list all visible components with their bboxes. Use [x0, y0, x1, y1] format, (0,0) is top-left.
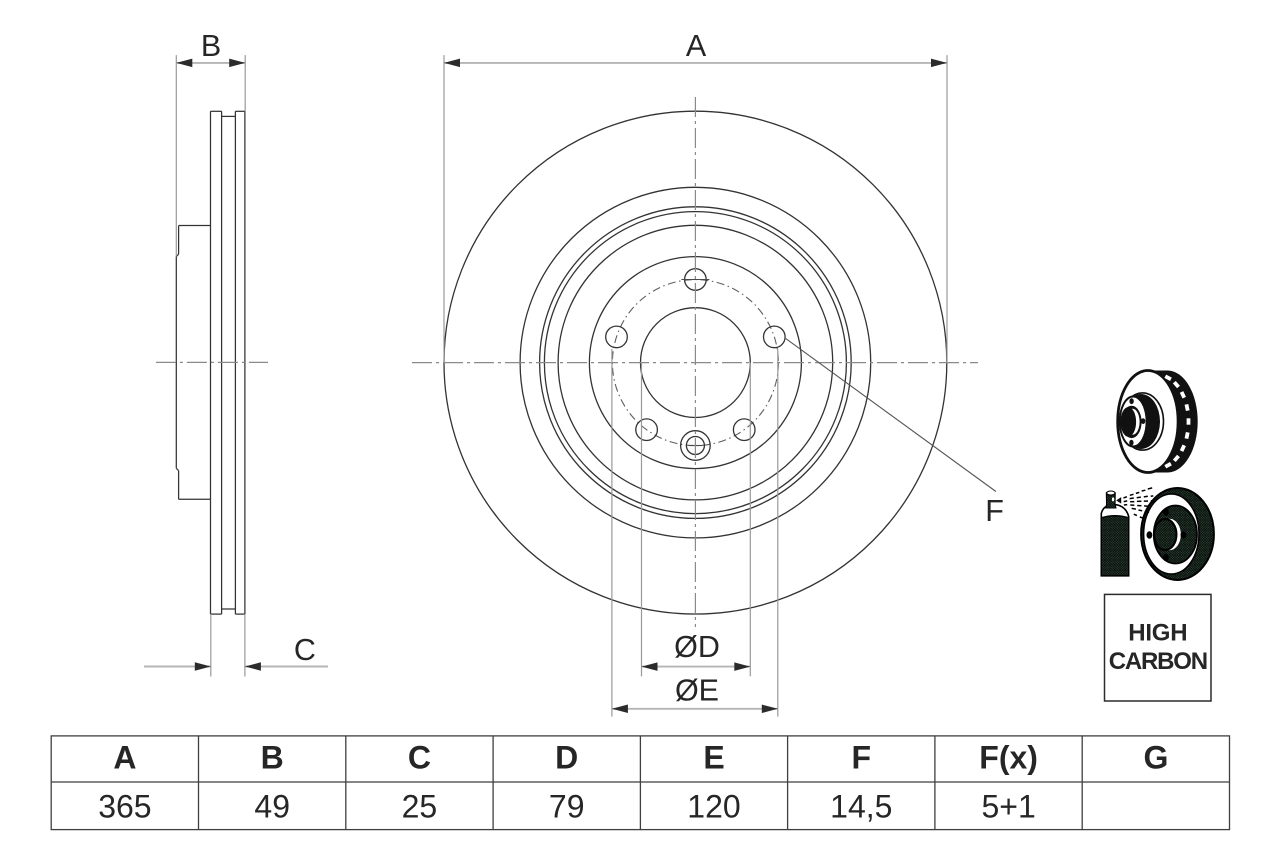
svg-text:E: E: [703, 740, 724, 776]
svg-text:F: F: [852, 740, 872, 776]
svg-text:14,5: 14,5: [830, 789, 892, 825]
svg-text:49: 49: [254, 789, 290, 825]
svg-text:C: C: [408, 740, 431, 776]
svg-text:F(x): F(x): [979, 740, 1038, 776]
svg-text:B: B: [261, 740, 284, 776]
svg-text:ØE: ØE: [675, 673, 719, 707]
svg-text:A: A: [113, 740, 136, 776]
svg-text:F: F: [985, 494, 1004, 528]
svg-text:C: C: [294, 633, 316, 667]
svg-text:25: 25: [402, 789, 438, 825]
svg-text:120: 120: [687, 789, 740, 825]
svg-text:G: G: [1143, 740, 1168, 776]
svg-text:5+1: 5+1: [981, 789, 1035, 825]
svg-text:D: D: [555, 740, 578, 776]
svg-text:365: 365: [98, 789, 151, 825]
svg-text:ØD: ØD: [674, 630, 720, 664]
svg-text:CARBON: CARBON: [1109, 648, 1207, 675]
svg-text:79: 79: [549, 789, 585, 825]
svg-text:A: A: [686, 29, 707, 63]
svg-text:B: B: [201, 29, 221, 63]
svg-text:HIGH: HIGH: [1128, 620, 1187, 647]
